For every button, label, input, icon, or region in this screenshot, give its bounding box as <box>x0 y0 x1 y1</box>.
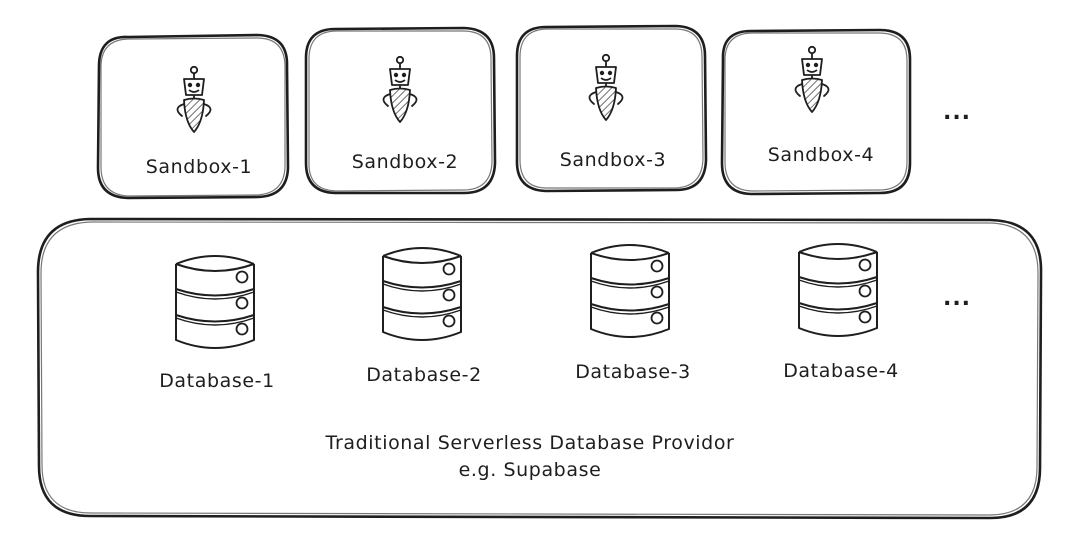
sandbox-label-3: Sandbox-3 <box>559 149 667 171</box>
sandbox-label-4: Sandbox-4 <box>767 144 875 166</box>
database-cylinder-icon <box>382 247 462 341</box>
sandbox-label-1: Sandbox-1 <box>145 156 253 178</box>
sandbox-box-2 <box>304 26 497 195</box>
database-cylinder-icon <box>590 244 670 338</box>
sandbox-label-2: Sandbox-2 <box>351 151 459 173</box>
database-label-3: Database-3 <box>575 361 691 383</box>
database-cylinder-icon <box>798 243 878 337</box>
database-label-2: Database-2 <box>366 364 482 386</box>
sandbox-box-3 <box>515 24 708 193</box>
database-label-1: Database-1 <box>159 370 275 392</box>
sandbox-box-4 <box>720 28 912 196</box>
sandbox-box-1 <box>96 33 290 200</box>
robot-agent-icon <box>382 55 418 123</box>
provider-container <box>36 217 1043 520</box>
provider-title: Traditional Serverless Database Providor <box>325 432 735 454</box>
sandbox-more-ellipsis: ... <box>942 100 972 125</box>
robot-agent-icon <box>588 53 624 121</box>
database-label-4: Database-4 <box>783 360 899 382</box>
database-cylinder-icon <box>175 255 255 349</box>
provider-example: e.g. Supabase <box>458 459 602 481</box>
robot-agent-icon <box>794 45 830 113</box>
database-more-ellipsis: ... <box>942 286 972 311</box>
robot-agent-icon <box>176 65 212 133</box>
